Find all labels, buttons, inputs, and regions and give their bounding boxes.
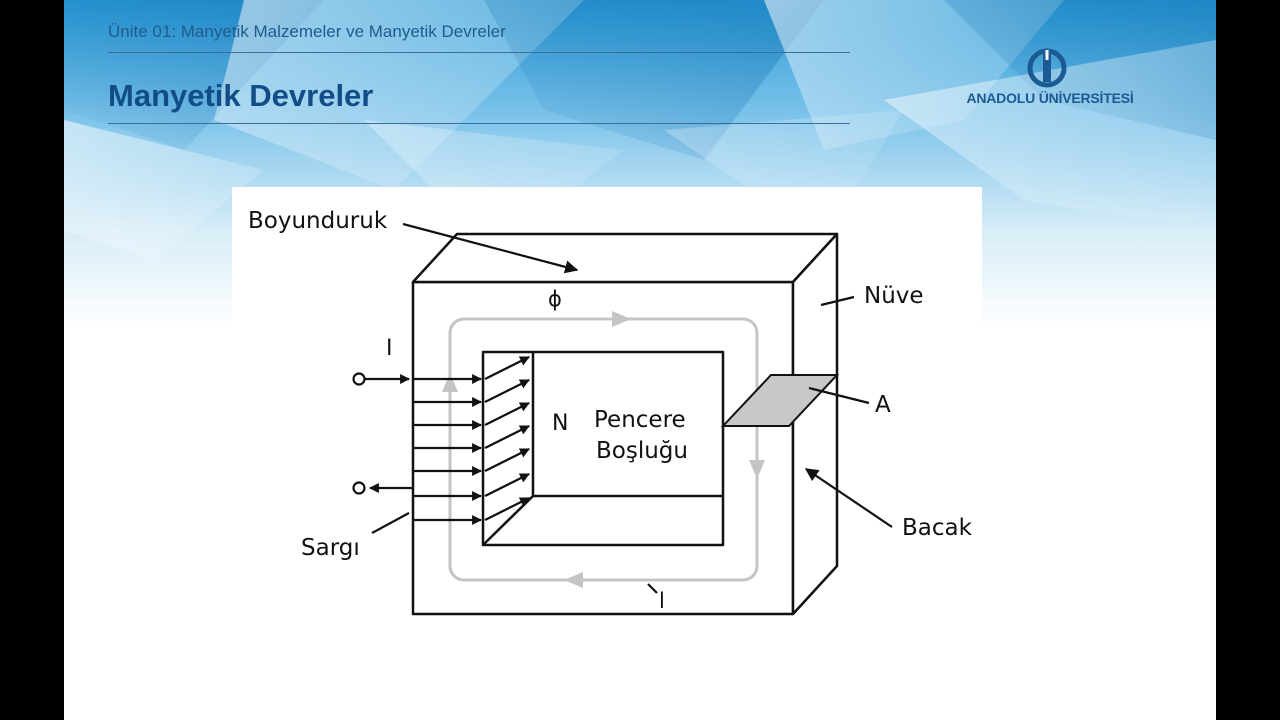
label-leg: Bacak (902, 515, 973, 541)
flux-arrow-right (749, 460, 765, 479)
title-divider (108, 123, 850, 124)
winding-terminals (352, 372, 413, 495)
page-title: Manyetik Devreler (108, 78, 374, 113)
unit-subtitle: Ünite 01: Manyetik Malzemeler ve Manyeti… (108, 22, 506, 41)
winding (413, 356, 530, 525)
terminal-input (352, 372, 366, 386)
logo-text: ANADOLU ÜNİVERSİTESİ (966, 90, 1134, 106)
winding-diagonal (484, 356, 530, 380)
cross-section-area (720, 374, 840, 427)
yoke-pointer-arrow (402, 222, 579, 274)
university-logo: ANADOLU ÜNİVERSİTESİ (950, 46, 1150, 116)
magnetic-circuit-diagram: Boyunduruk Nüve ϕ I N Pencere Boşluğu A … (248, 208, 973, 616)
leg-pointer-arrow (804, 468, 893, 528)
label-current: I (386, 336, 393, 361)
flux-arrow-top (612, 311, 631, 327)
label-length: l (659, 589, 665, 613)
winding-diagonal (484, 497, 530, 521)
label-flux: ϕ (548, 287, 562, 311)
winding-diagonal (484, 379, 530, 403)
subtitle-divider (108, 52, 850, 53)
winding-pointer-line (371, 512, 410, 534)
flux-path (442, 311, 765, 588)
label-area: A (875, 392, 891, 418)
label-core: Nüve (864, 283, 924, 309)
core-pointer-line (820, 295, 855, 307)
flux-arrow-bottom (564, 572, 583, 588)
flux-arrow-left (442, 373, 458, 392)
area-pointer-line (808, 386, 870, 405)
label-winding: Sargı (301, 535, 360, 561)
winding-diagonal (484, 425, 530, 449)
slide: Ünite 01: Manyetik Malzemeler ve Manyeti… (64, 0, 1216, 720)
winding-diagonal (484, 473, 530, 497)
winding-diagonal (484, 402, 530, 426)
label-window-line2: Boşluğu (596, 438, 688, 464)
label-turns: N (552, 411, 568, 436)
length-tick (647, 583, 658, 594)
anadolu-logo-icon (1027, 48, 1067, 88)
label-yoke: Boyunduruk (248, 208, 388, 234)
winding-diagonal (484, 448, 530, 472)
label-window-line1: Pencere (594, 407, 686, 433)
terminal-output (352, 481, 366, 495)
